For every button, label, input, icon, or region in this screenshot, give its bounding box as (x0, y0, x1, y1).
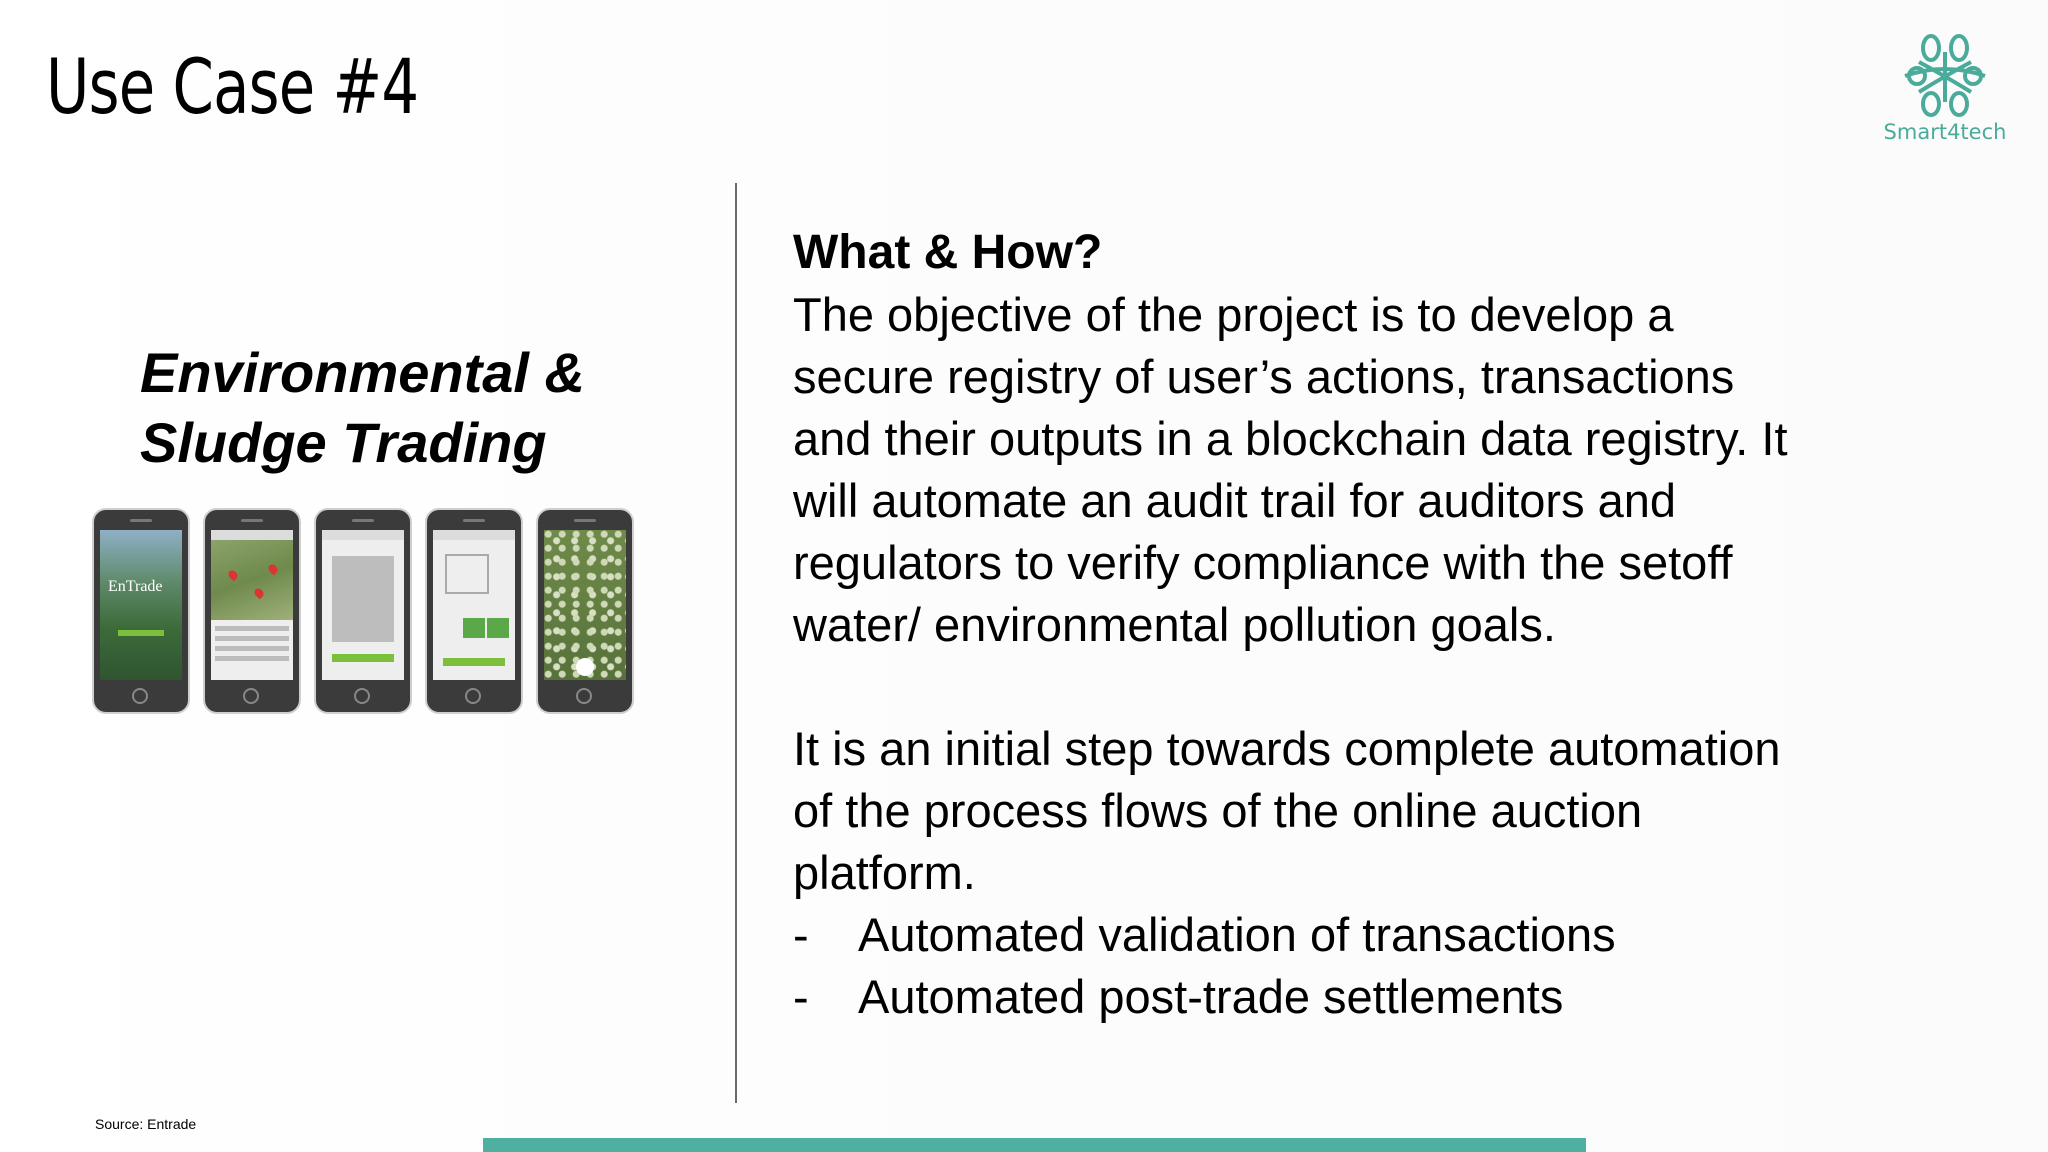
phone-brand-text: EnTrade (108, 578, 163, 595)
phone-mockup (203, 508, 301, 714)
phone-mockup: EnTrade (92, 508, 190, 714)
bullet-item: - Automated post-trade settlements (793, 966, 1973, 1028)
logo-text: Smart4tech (1883, 120, 2007, 144)
phone-screen-camera (322, 530, 404, 680)
bullet-text: Automated post-trade settlements (858, 970, 1564, 1023)
subject-line-1: Environmental & (140, 341, 585, 404)
phone-mockup (425, 508, 523, 714)
bullet-dash: - (793, 970, 809, 1023)
vertical-divider (735, 183, 737, 1103)
use-case-subject: Environmental & Sludge Trading (140, 338, 585, 478)
phone-screen-map (211, 530, 293, 680)
section-heading: What & How? (793, 226, 1103, 279)
clover-knot-logo-icon (1904, 34, 1986, 117)
app-screenshots-image: EnTrade (92, 508, 642, 714)
phone-screen-upload (433, 530, 515, 680)
phone-screen-crop-photo (544, 530, 626, 680)
bullet-dash: - (793, 908, 809, 961)
bullet-item: - Automated validation of transactions (793, 904, 1973, 966)
objective-paragraph: The objective of the project is to devel… (793, 288, 1788, 651)
bullet-text: Automated validation of transactions (858, 908, 1616, 961)
source-note: Source: Entrade (95, 1116, 197, 1132)
phone-mockup (536, 508, 634, 714)
phone-mockup (314, 508, 412, 714)
slide-title: Use Case #4 (46, 42, 419, 131)
next-step-paragraph: It is an initial step towards complete a… (793, 722, 1781, 899)
phone-screen-login: EnTrade (100, 530, 182, 680)
subject-line-2: Sludge Trading (140, 411, 547, 474)
company-logo: Smart4tech (1870, 30, 2020, 155)
description-block: What & How? The objective of the project… (793, 222, 1973, 1028)
accent-bar (483, 1138, 1586, 1152)
